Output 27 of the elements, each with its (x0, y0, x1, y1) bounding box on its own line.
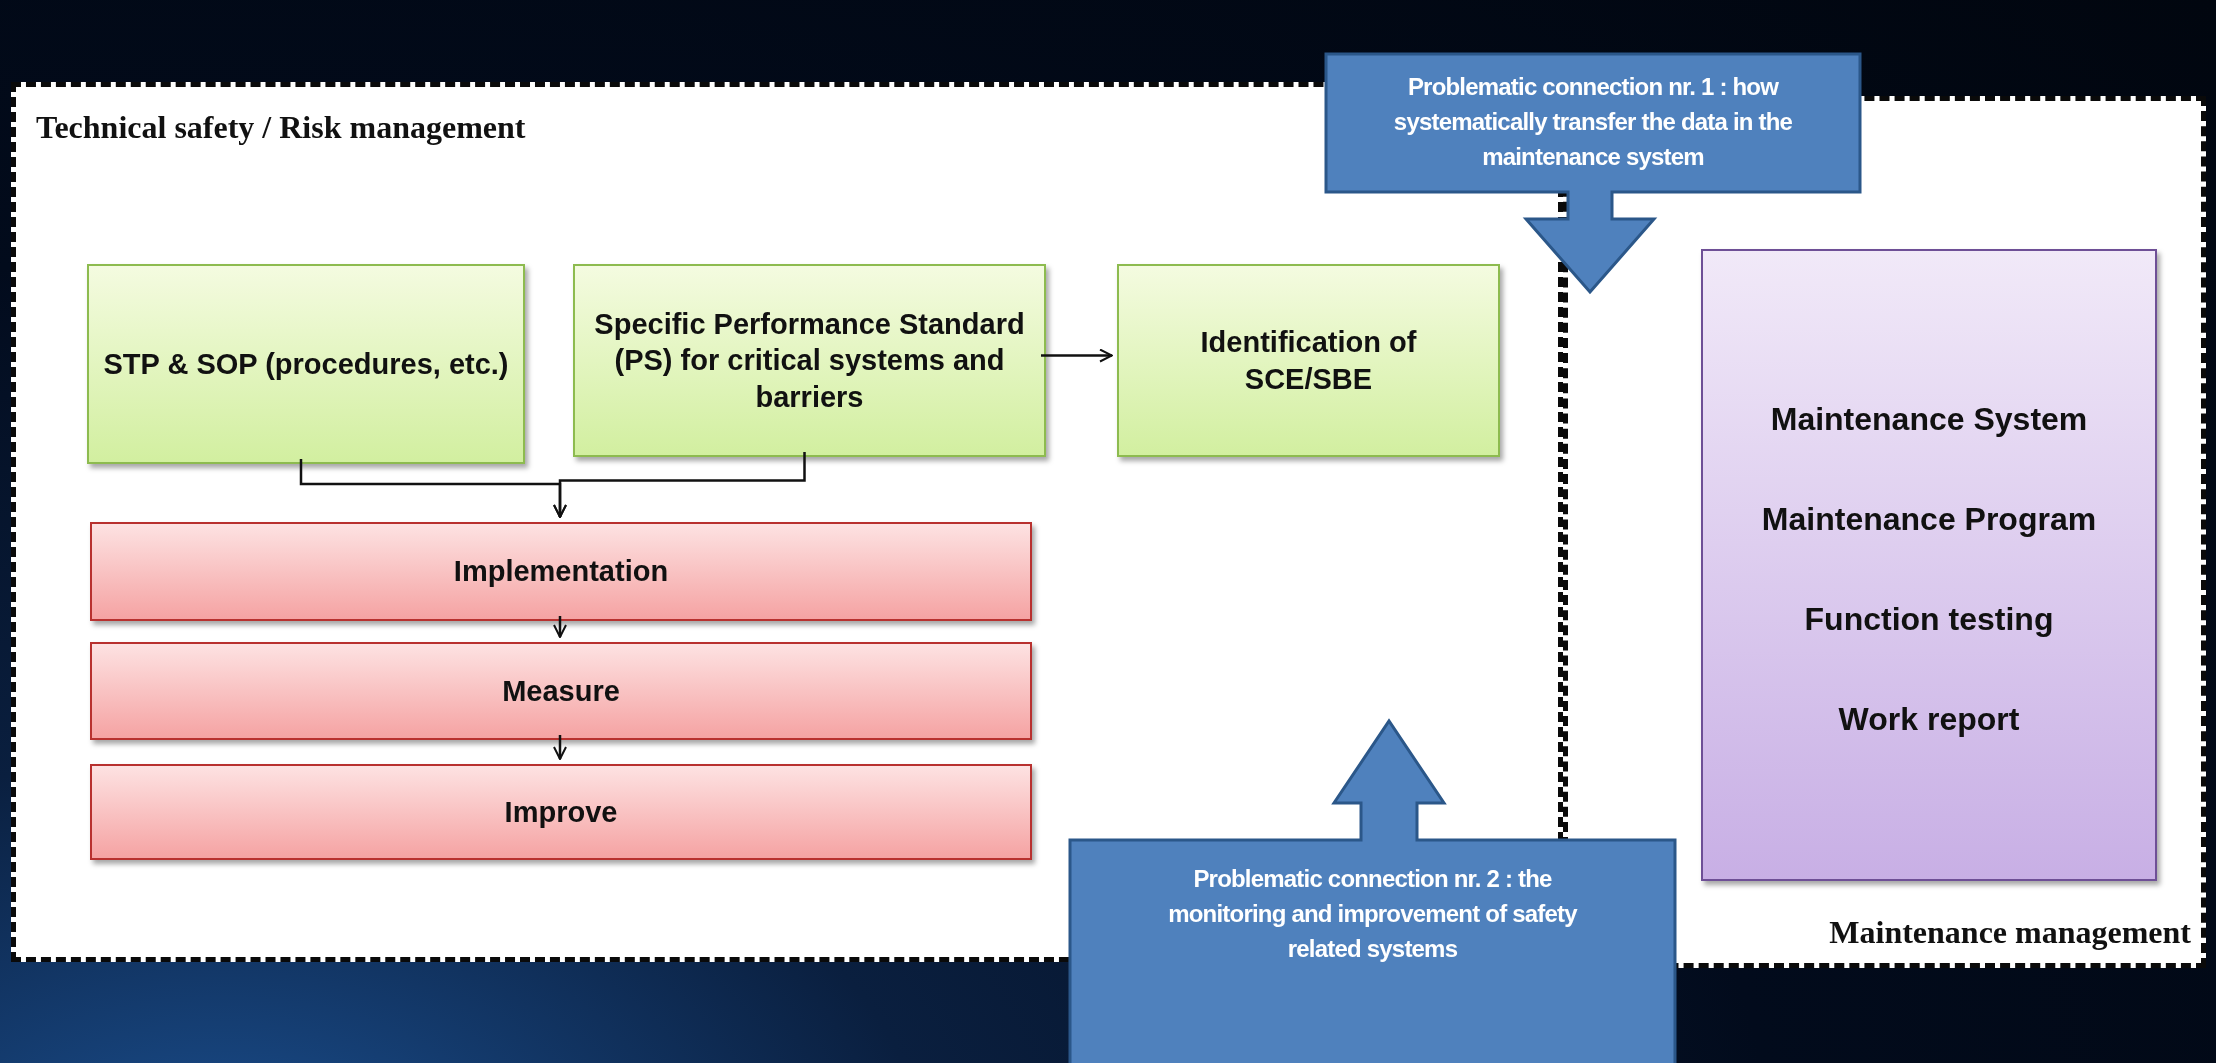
callout-arrow-tooltip (1070, 721, 1675, 1061)
list-item: Maintenance Program (1760, 500, 2098, 539)
callout-arrow-tooltip (1326, 54, 1860, 292)
callout-text: Problematic connection nr. 2 : the monitoring and improvement of safety related systems (1167, 864, 1579, 964)
process-box (87, 264, 525, 464)
box-label: Improve (503, 794, 619, 830)
list-item: Maintenance System (1769, 400, 2089, 439)
callout-text: Problematic connection nr. 1 : how systematically transfer the data in the maintenance system (1392, 72, 1794, 172)
arrow (553, 452, 806, 518)
panel-title: Maintenance management (1829, 914, 2191, 951)
list-box (1701, 249, 2157, 881)
box-label: Measure (501, 673, 621, 709)
step-bar (90, 522, 1032, 621)
box-label: Identification of SCE/SBE (1199, 325, 1418, 397)
box-label: STP & SOP (procedures, etc.) (102, 346, 510, 382)
panel-title: Technical safety / Risk management (36, 109, 526, 146)
process-box (573, 264, 1046, 457)
box-label: Specific Performance Standard (PS) for critical systems and barriers (593, 307, 1026, 415)
arrow (1041, 348, 1113, 363)
arrow (553, 616, 567, 638)
list-item: Function testing (1803, 600, 2055, 639)
list-item: Work report (1837, 700, 2021, 739)
box-label: Implementation (452, 554, 670, 590)
process-box (1117, 264, 1500, 457)
arrow (553, 735, 567, 760)
step-bar (90, 642, 1032, 740)
step-bar (90, 764, 1032, 860)
